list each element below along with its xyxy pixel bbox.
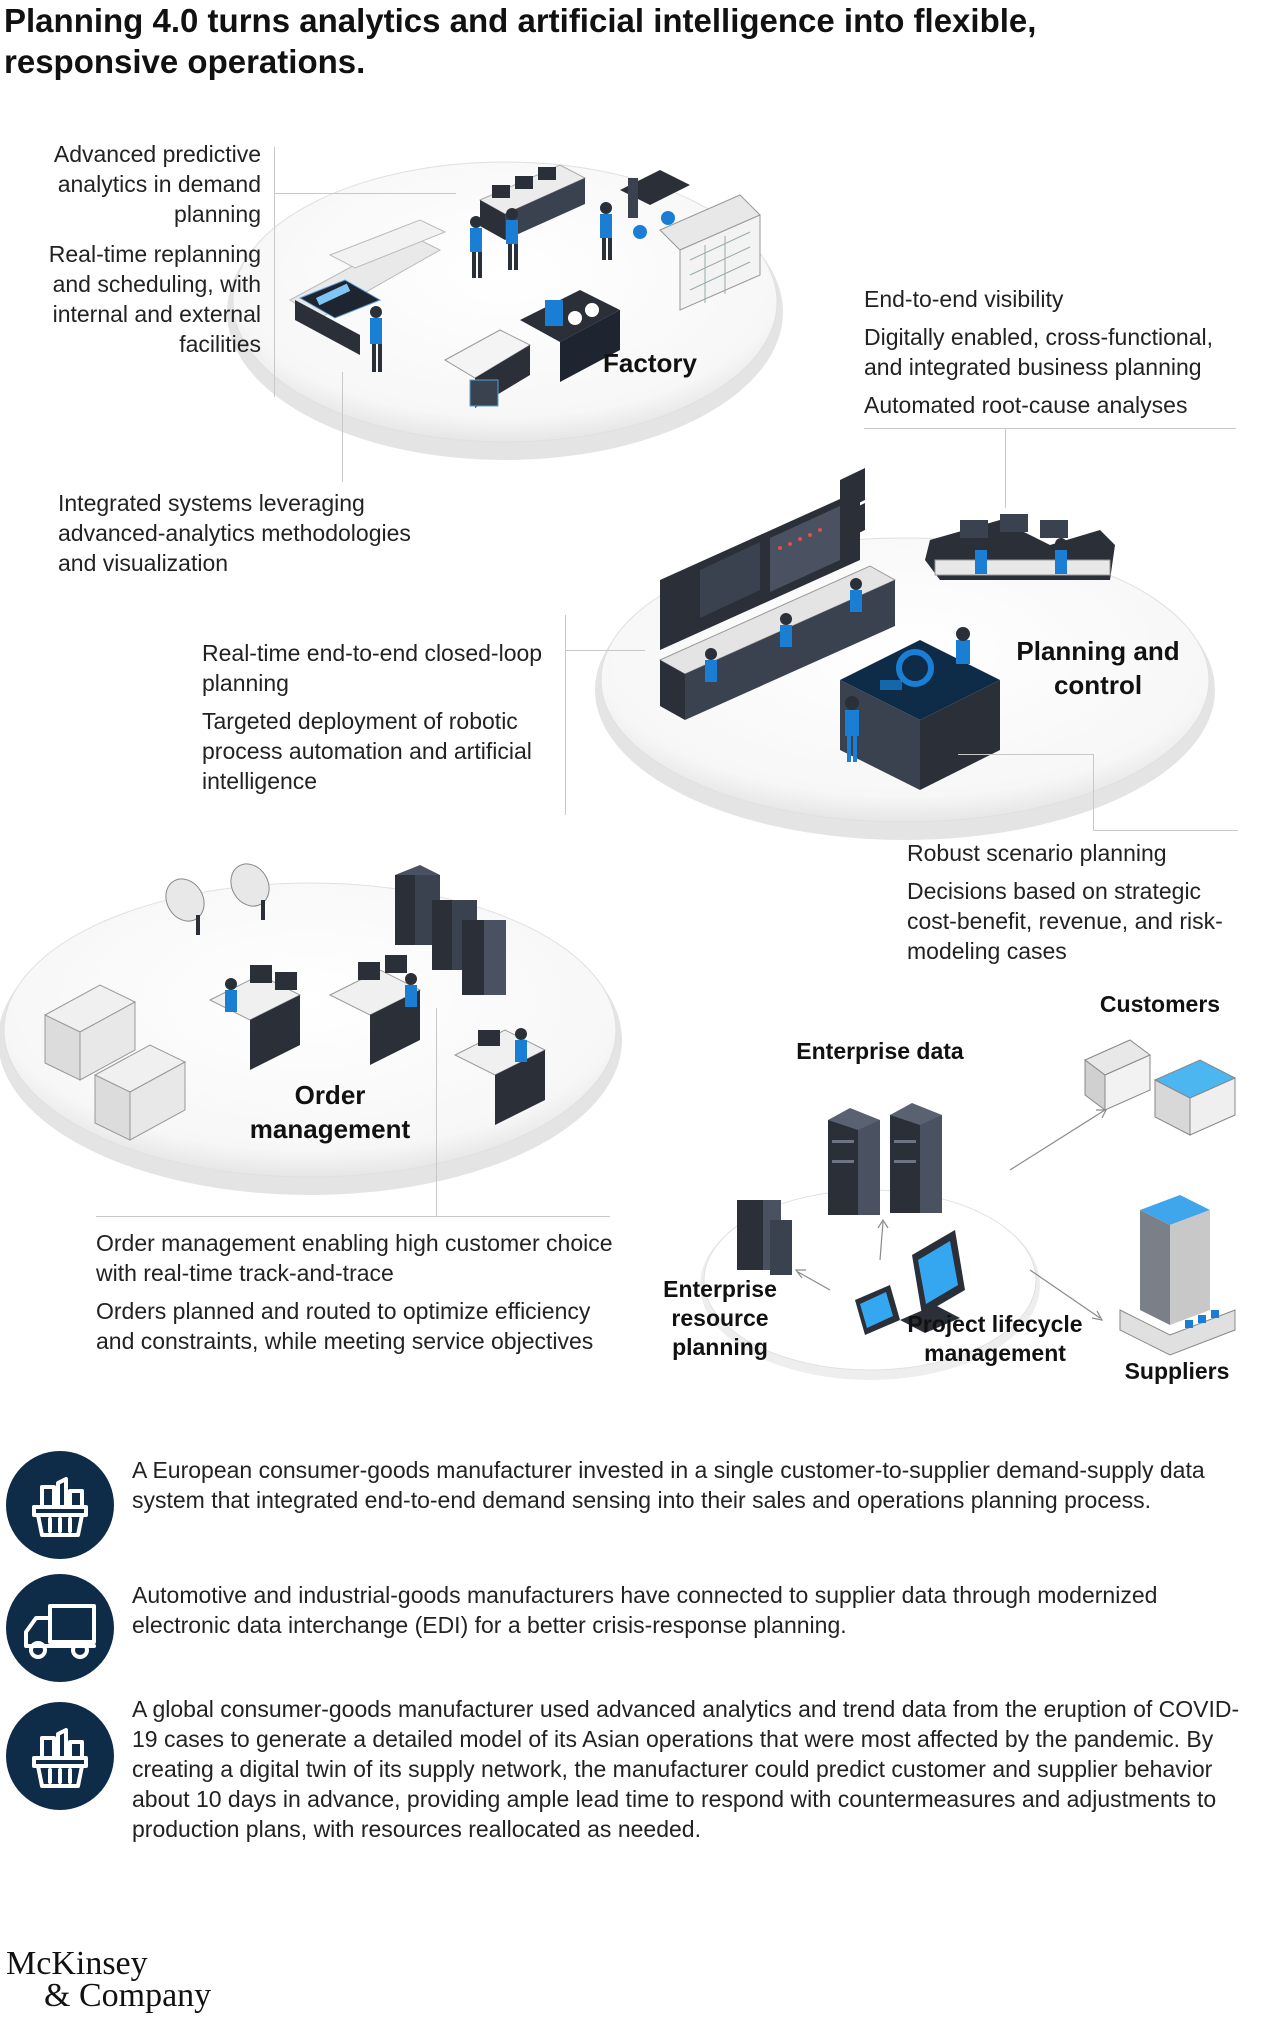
satellite-dish-icon <box>165 863 270 935</box>
delivery-truck-icon <box>6 1574 114 1682</box>
control-room-icon <box>658 468 1115 790</box>
suppliers-building-icon <box>1119 1195 1236 1356</box>
planning-notes-left: Real-time end-to-end closed-loop plannin… <box>202 638 564 806</box>
leader-line <box>436 1008 437 1216</box>
leader-line <box>274 193 456 194</box>
note-high-customer-choice: Order management enabling high customer … <box>96 1230 613 1286</box>
note-strategic-decisions: Decisions based on strategic cost-benefi… <box>907 878 1223 964</box>
zone-label-order-management: Order management <box>249 1080 411 1144</box>
customers-building-icon <box>1084 1039 1237 1136</box>
enterprise-data-servers-icon <box>828 1103 942 1215</box>
node-enterprise-resource-planning: Enterprise resource planning <box>663 1276 777 1360</box>
leader-line <box>96 1216 610 1217</box>
note-scenario-planning: Robust scenario planning <box>907 840 1167 866</box>
devices-icon <box>855 1230 965 1335</box>
mckinsey-logo: McKinsey & Company <box>6 1945 212 2014</box>
shopping-basket-icon <box>6 1451 114 1559</box>
zone-label-planning-and-control: Planning and control <box>1016 636 1180 700</box>
leader-line <box>1093 754 1094 830</box>
leader-line <box>565 650 645 651</box>
note-end-to-end-visibility: End-to-end visibility <box>864 286 1064 312</box>
page-title: Planning 4.0 turns analytics and artific… <box>4 2 1037 80</box>
workstations-icon <box>208 955 547 1125</box>
note-closed-loop-planning: Real-time end-to-end closed-loop plannin… <box>202 640 543 696</box>
leader-line <box>1005 428 1006 508</box>
factory-notes-right: End-to-end visibility Digitally enabled,… <box>864 284 1244 430</box>
server-racks-icon <box>395 865 506 995</box>
note-orders-routed: Orders planned and routed to optimize ef… <box>96 1298 594 1354</box>
order-notes: Order management enabling high customer … <box>96 1228 616 1366</box>
node-project-lifecycle-management: Project lifecycle management <box>907 1311 1083 1366</box>
erp-servers-icon <box>737 1200 792 1275</box>
factory-notes-left: Advanced predictive analytics in demand … <box>30 139 261 369</box>
node-suppliers: Suppliers <box>1124 1358 1230 1384</box>
leader-line <box>565 615 566 815</box>
leader-line <box>864 428 1236 429</box>
leader-line <box>958 754 1093 755</box>
note-integrated-systems: Integrated systems leveraging advanced-a… <box>58 490 411 576</box>
case-study: A global consumer-goods manufacturer use… <box>0 1696 1280 1862</box>
case-study-text: A global consumer-goods manufacturer use… <box>132 1696 1240 1842</box>
case-study: Automotive and industrial-goods manufact… <box>0 1574 1280 1684</box>
shopping-basket-icon <box>6 1702 114 1810</box>
note-root-cause-analyses: Automated root-cause analyses <box>864 392 1188 418</box>
warehouse-racks-icon <box>43 984 187 1141</box>
note-integrated-business-planning: Digitally enabled, cross-functional, and… <box>864 324 1214 380</box>
note-predictive-analytics: Advanced predictive analytics in demand … <box>53 141 261 227</box>
node-enterprise-data: Enterprise data <box>796 1038 964 1064</box>
leader-line <box>1093 830 1238 831</box>
factory-machinery-icon <box>288 164 761 408</box>
zone-label-factory: Factory <box>603 348 697 378</box>
planning-notes-right: Robust scenario planning Decisions based… <box>907 838 1247 976</box>
factory-workers-icon <box>370 202 612 372</box>
leader-line <box>274 147 275 397</box>
case-study-text: Automotive and industrial-goods manufact… <box>132 1582 1158 1638</box>
node-customers: Customers <box>1099 991 1221 1017</box>
order-workers-icon <box>225 973 527 1062</box>
case-study: A European consumer-goods manufacturer i… <box>0 1451 1280 1561</box>
operators-icon <box>705 538 1067 762</box>
case-study-text: A European consumer-goods manufacturer i… <box>132 1457 1205 1513</box>
illustration <box>0 161 1237 1380</box>
network-arrows <box>794 1109 1107 1321</box>
leader-line <box>342 372 343 482</box>
note-realtime-replanning: Real-time replanning and scheduling, wit… <box>48 241 261 357</box>
note-robotic-process-automation: Targeted deployment of robotic process a… <box>202 708 532 794</box>
